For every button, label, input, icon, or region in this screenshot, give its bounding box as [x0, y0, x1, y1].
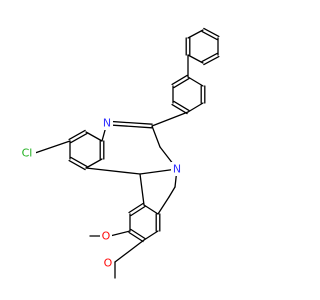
bond-m6-m1-b	[171, 74, 188, 86]
atom-o-lower: O	[102, 256, 114, 270]
bond-m4-m5-b	[171, 103, 188, 115]
bond-ic3-ic4-b	[130, 228, 146, 240]
bond-c6-n-a	[106, 120, 153, 125]
bond-ic1-ic2-a	[128, 202, 144, 214]
bond-ic4-o2	[114, 239, 145, 263]
bond-a1-a2-b	[70, 132, 88, 144]
bond-a2-clB	[34, 140, 71, 154]
bond-c8-ic6	[157, 196, 170, 215]
atom-label-n-amine: N	[173, 163, 181, 176]
bond-a1-a2-a	[68, 129, 86, 141]
bond-ic6-ic1	[143, 204, 159, 215]
bond-ic3-ic4-a	[128, 231, 144, 243]
bond-a4-a5	[85, 158, 103, 169]
bond-m4-c6	[151, 111, 189, 127]
bond-c7-c8	[168, 186, 176, 198]
atom-n-amine: N	[171, 162, 183, 176]
bond-n5-c14b	[139, 168, 178, 175]
bond-m1-m2	[187, 76, 204, 87]
bond-a3-a4-b	[70, 156, 88, 168]
bond-ic1-ic2-b	[130, 205, 146, 217]
bond-t3-t4-a	[201, 52, 218, 63]
bond-a3-a4-a	[68, 159, 86, 171]
bond-c14b-a4	[85, 167, 141, 175]
atom-n-imine: N	[101, 116, 113, 130]
atom-label-cl: Cl	[22, 147, 33, 160]
atom-label-o-upper: O	[102, 230, 111, 243]
bond-t1-t2-b	[203, 27, 220, 38]
bond-ic4-ic5	[143, 230, 159, 241]
bond-a6-a1	[85, 131, 103, 142]
bond-t3-t4-b	[203, 55, 220, 66]
bond-c6-n-b	[106, 124, 153, 129]
atom-cl: Cl	[16, 146, 36, 160]
bond-t1-t2-a	[201, 30, 218, 41]
bond-t6-t1	[187, 29, 204, 39]
bond-t4-t5	[187, 54, 204, 64]
bond-m3-m4	[187, 102, 204, 113]
bond-c14b-ic1	[139, 173, 145, 206]
bond-m6-m1-a	[173, 77, 190, 89]
atom-o-upper: O	[100, 229, 112, 243]
bond-layer	[34, 27, 220, 279]
atom-label-n-imine: N	[103, 117, 111, 130]
bond-ic3-o1	[109, 230, 131, 237]
atom-label-o-lower: O	[104, 257, 113, 270]
bond-m4-m5-a	[173, 100, 190, 112]
bond-c6-ch2	[151, 125, 161, 148]
atom-label-layer: Cl N N O O	[16, 116, 183, 270]
molecule-structure: Cl N N O O	[16, 27, 220, 279]
